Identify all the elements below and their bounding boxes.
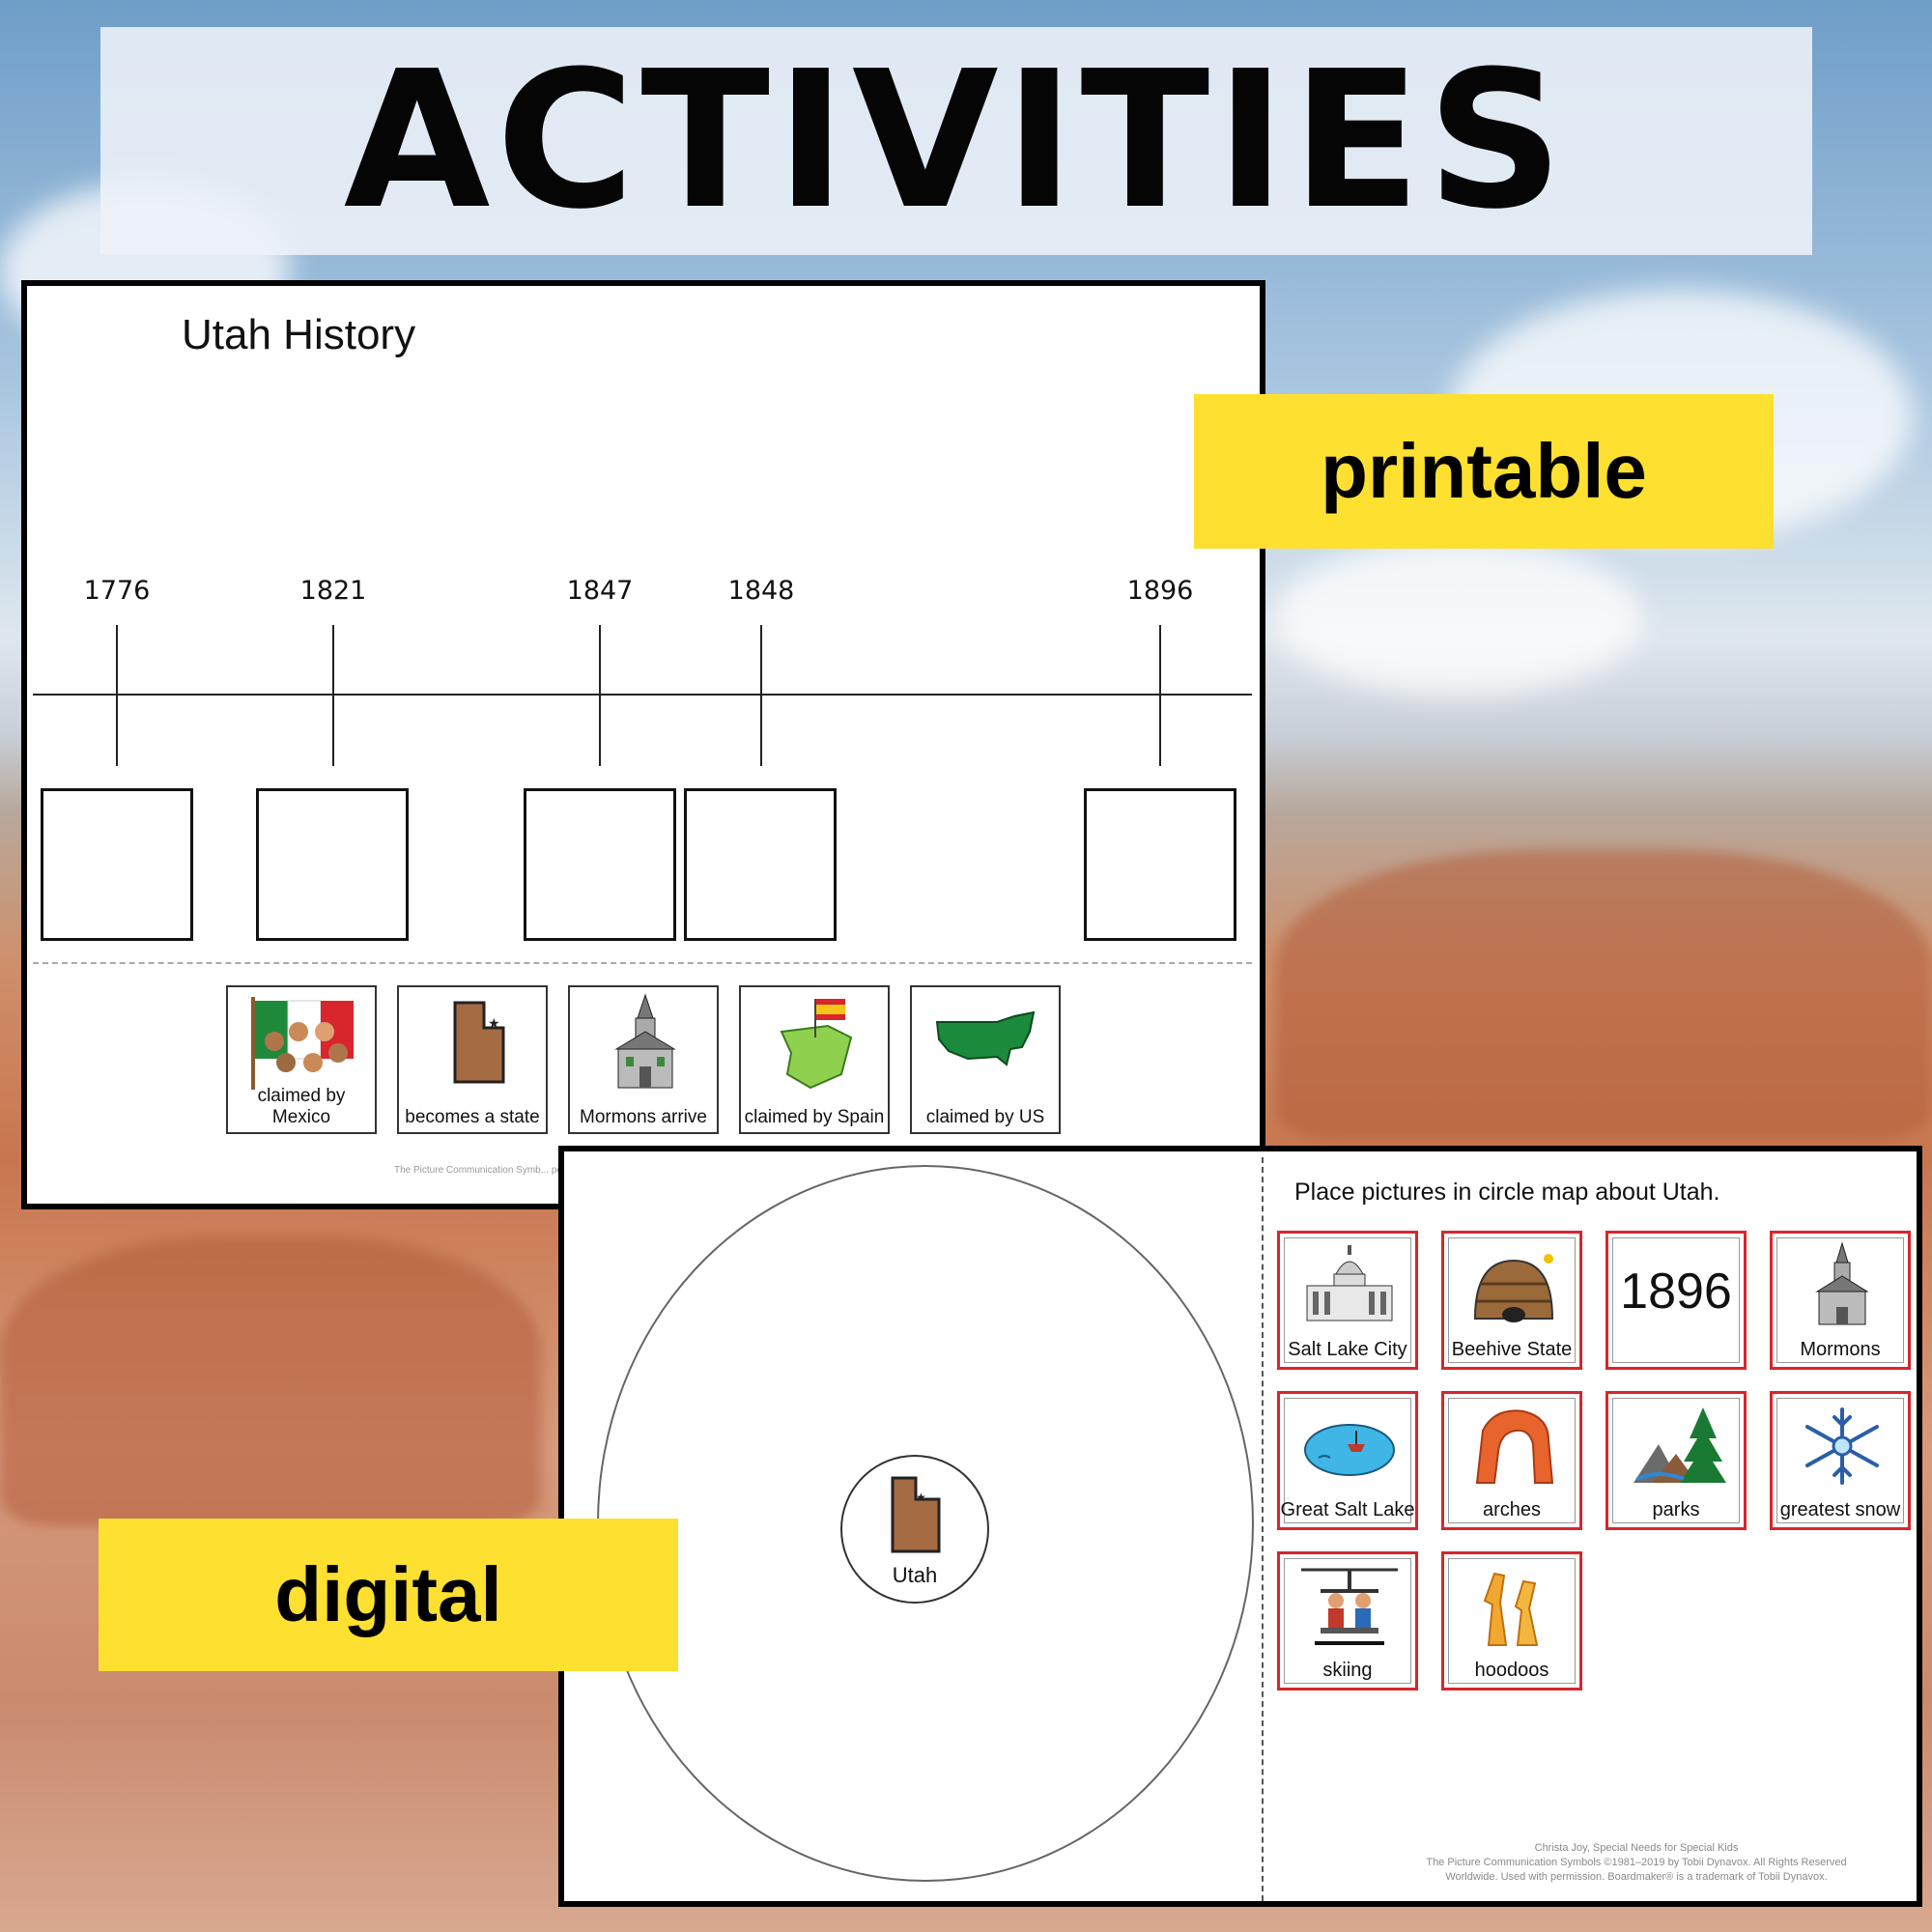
- card-label: becomes a state: [405, 1107, 540, 1127]
- beehive-icon: [1473, 1254, 1554, 1322]
- spain-map-flag-icon: [780, 999, 853, 1090]
- credit-line: Worldwide. Used with permission. Boardma…: [1445, 1871, 1828, 1883]
- utah-state-icon: ★: [453, 1001, 505, 1084]
- picture-card[interactable]: arches: [1441, 1391, 1582, 1530]
- title-banner: ACTIVITIES: [100, 27, 1812, 255]
- mexico-flag-people-icon: [251, 997, 354, 1090]
- credit-line: Christa Joy, Special Needs for Special K…: [1534, 1842, 1739, 1854]
- printable-timeline-panel: Utah History 1776 1821 1847 1848 1896 cl…: [21, 280, 1265, 1209]
- timeline-tick: [332, 625, 334, 766]
- credits: Christa Joy, Special Needs for Special K…: [1385, 1841, 1888, 1885]
- picture-card[interactable]: 1896: [1605, 1231, 1747, 1370]
- svg-text:★: ★: [488, 1015, 500, 1031]
- card-label: Beehive State: [1451, 1339, 1573, 1360]
- circle-map-center: ★ Utah: [840, 1455, 989, 1604]
- rock-formation: [0, 1236, 541, 1526]
- timeline-title: Utah History: [182, 311, 416, 358]
- card-label: Salt Lake City: [1288, 1339, 1407, 1360]
- timeline-tick: [599, 625, 601, 766]
- timeline-tick: [1159, 625, 1161, 766]
- svg-text:★: ★: [916, 1491, 926, 1504]
- drop-box[interactable]: [41, 788, 193, 941]
- card-label: claimed by Spain: [744, 1107, 885, 1127]
- year-label: 1821: [299, 576, 367, 606]
- timeline-card[interactable]: ★ becomes a state: [397, 985, 548, 1134]
- picture-card[interactable]: Great Salt Lake: [1277, 1391, 1418, 1530]
- card-label: hoodoos: [1474, 1660, 1549, 1681]
- card-label: claimed by US: [925, 1107, 1045, 1127]
- timeline-axis: [33, 694, 1252, 696]
- card-label: arches: [1482, 1499, 1542, 1520]
- arch-icon: [1475, 1409, 1554, 1484]
- instruction-text: Place pictures in circle map about Utah.: [1294, 1179, 1720, 1206]
- picture-card[interactable]: Mormons: [1770, 1231, 1911, 1370]
- picture-card[interactable]: Salt Lake City: [1277, 1231, 1418, 1370]
- year-1896-text: 1896: [1620, 1264, 1732, 1320]
- card-label: Mormons: [1800, 1339, 1881, 1360]
- credit-text: The Picture Communication Symb... permis…: [394, 1165, 589, 1176]
- church-icon: [1815, 1241, 1869, 1325]
- picture-card[interactable]: greatest snow: [1770, 1391, 1911, 1530]
- year-label: 1847: [566, 576, 634, 606]
- snowflake-icon: [1805, 1407, 1879, 1485]
- us-map-icon: [935, 1010, 1036, 1066]
- drop-box[interactable]: [256, 788, 409, 941]
- credit-line: The Picture Communication Symbols ©1981–…: [1426, 1857, 1847, 1868]
- drop-box[interactable]: [524, 788, 676, 941]
- rock-formation: [1275, 850, 1932, 1140]
- card-label: greatest snow: [1779, 1499, 1901, 1520]
- printable-tag: printable: [1194, 394, 1774, 549]
- hoodoo-icon: [1483, 1572, 1539, 1646]
- card-label: claimed by Mexico: [257, 1086, 346, 1127]
- year-label: 1848: [727, 576, 795, 606]
- picture-card[interactable]: parks: [1605, 1391, 1747, 1530]
- drop-box[interactable]: [684, 788, 837, 941]
- picture-card[interactable]: Beehive State: [1441, 1231, 1582, 1370]
- page-title: ACTIVITIES: [343, 31, 1570, 251]
- cloud: [1275, 541, 1642, 696]
- digital-tag-label: digital: [274, 1551, 502, 1637]
- cut-line: [33, 962, 1252, 964]
- ski-lift-icon: [1301, 1568, 1398, 1645]
- timeline-card[interactable]: claimed by Mexico: [226, 985, 377, 1134]
- lake-icon: [1304, 1424, 1395, 1476]
- timeline-tick: [116, 625, 118, 766]
- year-label: 1776: [83, 576, 151, 606]
- timeline-tick: [760, 625, 762, 766]
- church-icon: [614, 993, 676, 1089]
- card-label: skiing: [1322, 1660, 1373, 1681]
- picture-card[interactable]: skiing: [1277, 1551, 1418, 1690]
- card-label: Great Salt Lake: [1280, 1499, 1415, 1520]
- digital-tag: digital: [99, 1519, 678, 1671]
- picture-card[interactable]: hoodoos: [1441, 1551, 1582, 1690]
- mountain-tree-icon: [1634, 1407, 1726, 1483]
- card-label: Mormons arrive: [580, 1107, 707, 1127]
- timeline-card[interactable]: claimed by US: [910, 985, 1061, 1134]
- card-label: parks: [1652, 1499, 1700, 1520]
- divider-line: [1262, 1157, 1264, 1901]
- timeline-card[interactable]: Mormons arrive: [568, 985, 719, 1134]
- digital-circle-map-panel: ★ Utah Place pictures in circle map abou…: [558, 1146, 1922, 1907]
- timeline-card[interactable]: claimed by Spain: [739, 985, 890, 1134]
- printable-tag-label: printable: [1321, 428, 1647, 514]
- capitol-building-icon: [1306, 1245, 1393, 1321]
- year-label: 1896: [1126, 576, 1194, 606]
- utah-state-icon: ★: [891, 1476, 941, 1553]
- drop-box[interactable]: [1084, 788, 1236, 941]
- center-label: Utah: [892, 1563, 938, 1587]
